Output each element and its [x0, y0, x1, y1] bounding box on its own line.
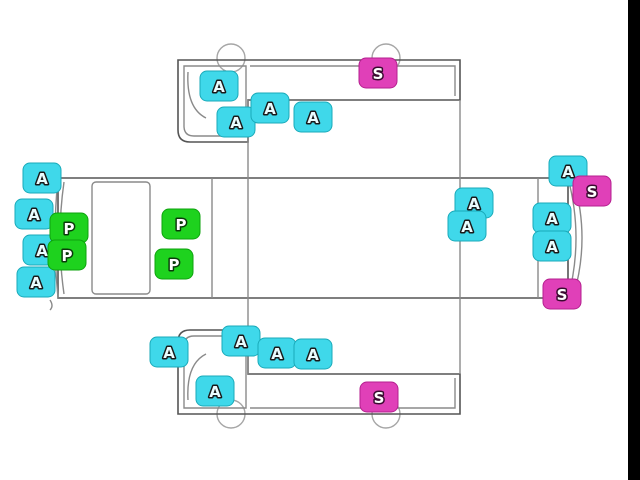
- marker-label: P: [62, 247, 73, 265]
- marker-p-13[interactable]: P: [154, 248, 194, 280]
- marker-label: A: [468, 195, 480, 213]
- marker-badge: [293, 101, 333, 133]
- marker-badge: [572, 175, 612, 207]
- marker-a-23[interactable]: A: [257, 337, 297, 369]
- marker-badge: [358, 57, 398, 89]
- marker-s-20[interactable]: S: [542, 278, 582, 310]
- marker-label: A: [163, 344, 175, 362]
- marker-badge: [149, 336, 189, 368]
- marker-a-3[interactable]: A: [216, 106, 256, 138]
- marker-badge: [359, 381, 399, 413]
- marker-label: A: [30, 274, 42, 292]
- marker-label: S: [373, 65, 384, 83]
- marker-label: A: [28, 206, 40, 224]
- marker-s-26[interactable]: S: [359, 381, 399, 413]
- marker-label: A: [307, 346, 319, 364]
- marker-badge: [199, 70, 239, 102]
- marker-s-17[interactable]: S: [572, 175, 612, 207]
- marker-label: A: [307, 109, 319, 127]
- marker-p-12[interactable]: P: [161, 208, 201, 240]
- marker-badge: [532, 230, 572, 262]
- marker-label: A: [213, 78, 225, 96]
- marker-a-1[interactable]: A: [199, 70, 239, 102]
- marker-badge: [293, 338, 333, 370]
- marker-a-5[interactable]: A: [293, 101, 333, 133]
- marker-s-2[interactable]: S: [358, 57, 398, 89]
- marker-label: A: [36, 242, 48, 260]
- marker-p-11[interactable]: P: [47, 239, 87, 271]
- marker-label: S: [374, 389, 385, 407]
- marker-p-10[interactable]: P: [49, 212, 89, 244]
- marker-a-7[interactable]: A: [14, 198, 54, 230]
- marker-label: A: [461, 218, 473, 236]
- top-front-wheel: [216, 43, 246, 73]
- right-edge-bar: [628, 0, 640, 480]
- marker-label: P: [169, 256, 180, 274]
- marker-badge: [195, 375, 235, 407]
- marker-label: A: [271, 345, 283, 363]
- marker-label: A: [36, 170, 48, 188]
- marker-badge: [16, 266, 56, 298]
- marker-label: A: [562, 163, 574, 181]
- marker-badge: [47, 239, 87, 271]
- marker-badge: [542, 278, 582, 310]
- marker-label: A: [546, 238, 558, 256]
- marker-badge: [250, 92, 290, 124]
- marker-a-4[interactable]: A: [250, 92, 290, 124]
- marker-a-24[interactable]: A: [293, 338, 333, 370]
- marker-a-25[interactable]: A: [195, 375, 235, 407]
- marker-label: A: [209, 383, 221, 401]
- marker-a-21[interactable]: A: [149, 336, 189, 368]
- marker-label: A: [264, 100, 276, 118]
- marker-badge: [447, 210, 487, 242]
- marker-label: P: [64, 220, 75, 238]
- marker-a-9[interactable]: A: [16, 266, 56, 298]
- marker-badge: [161, 208, 201, 240]
- marker-label: S: [587, 183, 598, 201]
- marker-a-19[interactable]: A: [532, 230, 572, 262]
- marker-label: A: [235, 333, 247, 351]
- marker-a-22[interactable]: A: [221, 325, 261, 357]
- marker-label: P: [176, 216, 187, 234]
- marker-label: A: [546, 210, 558, 228]
- van-roof-outline: [49, 100, 583, 374]
- marker-a-6[interactable]: A: [22, 162, 62, 194]
- marker-a-15[interactable]: A: [447, 210, 487, 242]
- marker-badge: [154, 248, 194, 280]
- marker-badge: [22, 162, 62, 194]
- marker-label: S: [557, 286, 568, 304]
- marker-label: A: [230, 114, 242, 132]
- marker-a-18[interactable]: A: [532, 202, 572, 234]
